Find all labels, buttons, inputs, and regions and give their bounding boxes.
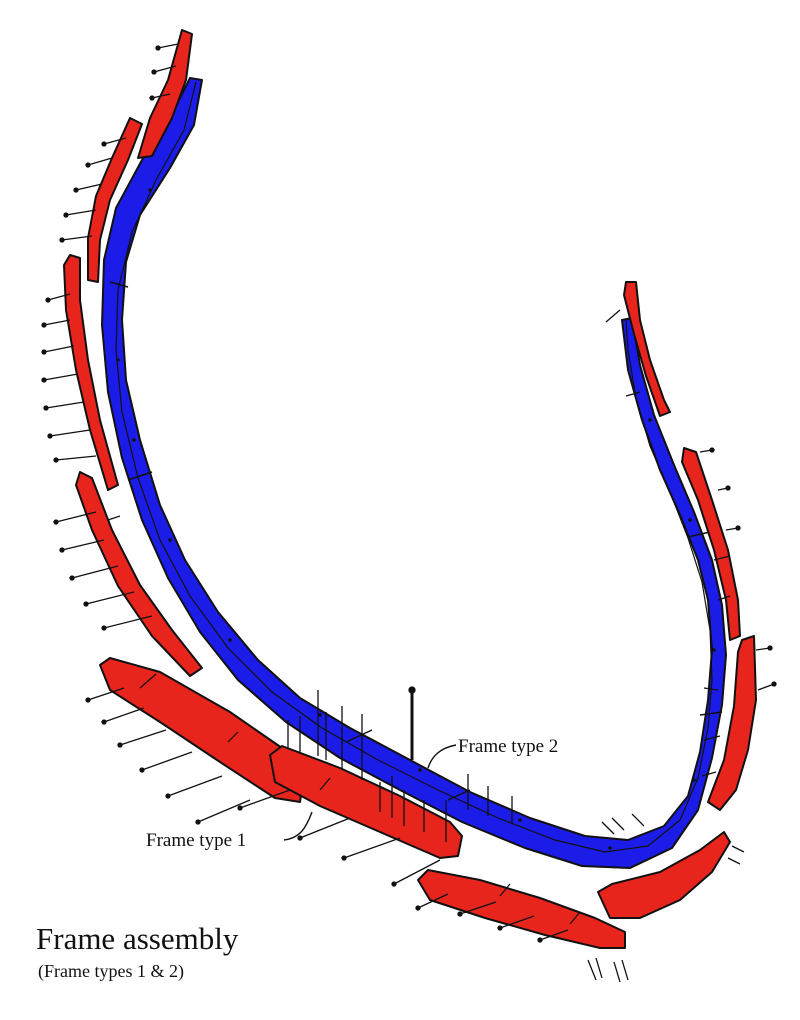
left-side-bolts	[41, 43, 251, 825]
frame-type-1-floor-center	[269, 745, 463, 859]
callout-frame-type-2-label: Frame type 2	[458, 736, 558, 757]
frame-type-1-right-lower-futtock	[707, 635, 757, 811]
frame-type-2-inner-edge	[115, 81, 713, 853]
frame-type-1-right-turn-futtock	[597, 831, 731, 919]
diagram-subtitle: (Frame types 1 & 2)	[38, 961, 184, 982]
diagram-title: Frame assembly	[36, 921, 239, 956]
callout-frame-type-1-leader	[283, 811, 313, 841]
callout-frame-type-2: Frame type 2	[427, 736, 558, 769]
right-side-bolts	[415, 309, 777, 983]
frame-type-1-left-upper-futtock	[87, 117, 143, 283]
frame-type-1-right-upper-futtock	[623, 281, 671, 417]
frame-type-2	[101, 77, 727, 869]
fastening-bolts	[41, 43, 777, 983]
center-floor-bolts	[237, 789, 441, 887]
frame-type-2-bolt-heads	[116, 188, 716, 850]
vertical-floor-pins	[287, 686, 513, 842]
frame-type-1-floor-right	[417, 869, 626, 949]
frame-type-2-joints	[109, 281, 723, 801]
callout-frame-type-1: Frame type 1	[146, 811, 313, 851]
callout-frame-type-2-leader	[427, 744, 457, 769]
frame-type-2-body	[101, 77, 727, 869]
frame-type-1-right-middle-futtock	[681, 447, 741, 641]
frame-type-1-left-top-futtock	[137, 29, 193, 159]
frame-type-1-left-lower-futtock	[75, 471, 203, 677]
frame-type-1	[63, 29, 757, 949]
frame-type-1-left-middle-futtock	[63, 254, 119, 491]
callout-frame-type-1-label: Frame type 1	[146, 830, 246, 851]
